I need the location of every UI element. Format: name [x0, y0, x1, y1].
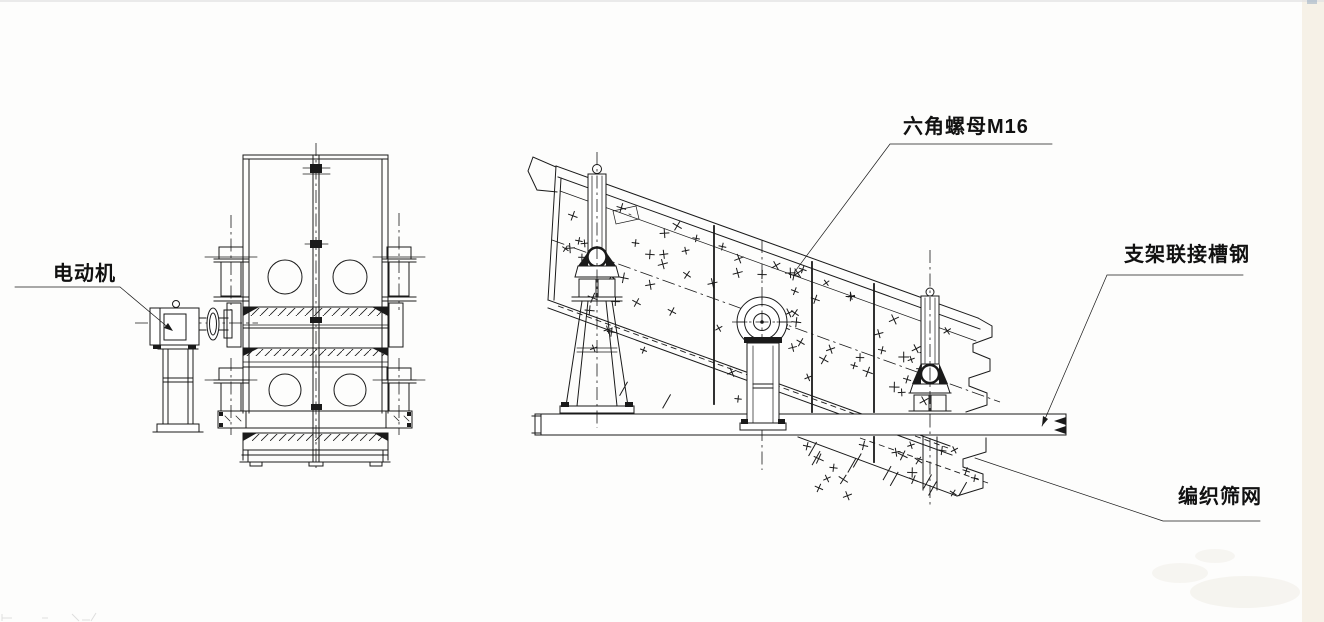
coupling — [198, 307, 233, 341]
motor-assembly — [135, 300, 258, 433]
side-view-inclined-screen — [527, 152, 1067, 505]
pedestal-column — [746, 342, 780, 430]
lower-deck-discharge — [797, 436, 989, 497]
spring-assemblies-front — [204, 213, 426, 435]
label-hex-nut: 六角螺母M16 — [903, 116, 1029, 138]
hatch-slash-marks — [619, 381, 968, 497]
label-support-channel: 支架联接槽钢 — [1124, 244, 1250, 266]
cutoff-marks — [1, 612, 97, 622]
spring — [930, 394, 947, 412]
corner-mark — [1307, 0, 1317, 4]
front-view-vibrating-screen — [135, 143, 426, 472]
motor-eyebolt — [172, 300, 180, 308]
label-woven-mesh: 编织筛网 — [1178, 486, 1262, 508]
watermark-blob — [1152, 549, 1300, 608]
leader-channel — [1041, 274, 1244, 427]
label-motor: 电动机 — [53, 263, 116, 285]
feed-flap — [527, 156, 558, 193]
motor-stand — [152, 348, 204, 433]
leader-motor — [14, 286, 171, 330]
leader-hex-nut — [795, 143, 1053, 271]
right-edge-strip — [1302, 0, 1324, 622]
support-center-vibrator — [732, 240, 800, 470]
spring — [578, 278, 597, 298]
base-bar — [217, 410, 413, 429]
spring — [597, 278, 616, 298]
screen-body-front — [242, 143, 389, 472]
bottom-frame — [239, 432, 391, 467]
discharge-teeth-upper — [965, 317, 993, 413]
name-plate — [612, 205, 640, 225]
spring — [913, 394, 930, 412]
leader-mesh — [974, 457, 1261, 522]
support-feed-end — [559, 152, 635, 428]
support-discharge-end — [908, 250, 952, 505]
hatched-holes — [267, 259, 368, 407]
exciter-beam-bands — [242, 306, 389, 368]
leader-lines — [14, 143, 1261, 522]
base-channel-beam — [531, 413, 1067, 436]
